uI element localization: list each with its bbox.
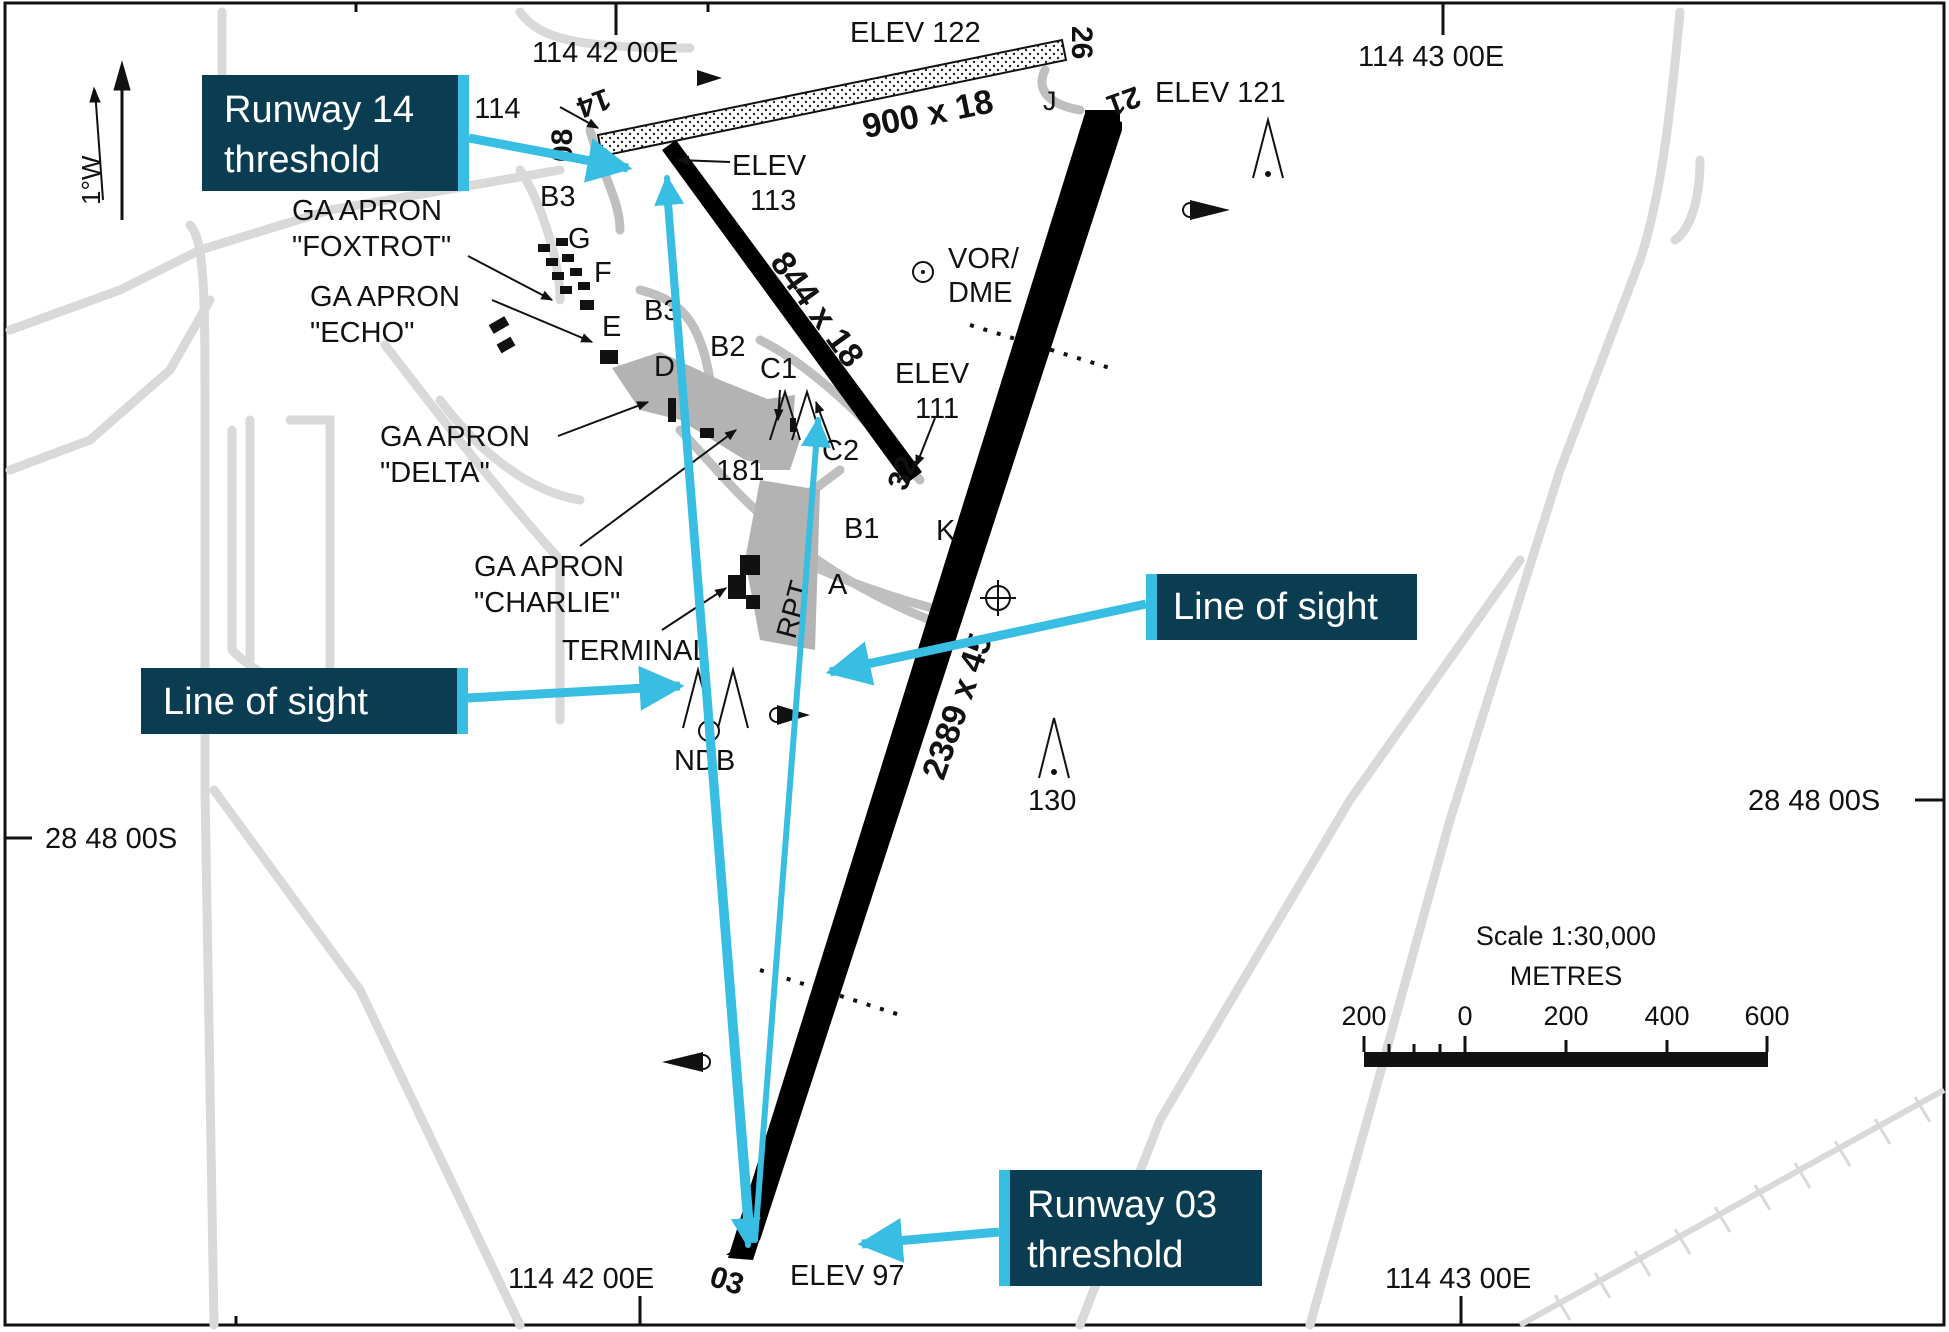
elev-111-line1: ELEV: [895, 358, 970, 390]
apron-charlie-line2: "CHARLIE": [474, 587, 620, 619]
taxiway-label-j: J: [1043, 86, 1057, 116]
apron-foxtrot-line2: "FOXTROT": [292, 231, 451, 263]
north-arrow-icon: [89, 60, 131, 220]
buildings: [488, 238, 796, 609]
lon-bottom-left: 114 42 00E: [508, 1263, 654, 1295]
runway-03-21: [726, 110, 1122, 1260]
elev-97: ELEV 97: [790, 1260, 904, 1292]
apron-delta-line1: GA APRON: [380, 421, 530, 453]
direction-arrow-icon: [697, 70, 722, 86]
runway-03-end: 03: [706, 1260, 748, 1302]
elev-113-line2: 113: [750, 185, 796, 217]
taxiway-label-c1: C1: [760, 353, 797, 385]
callout-los-left-text: Line of sight: [163, 681, 368, 723]
scale-tick-label: 200: [1341, 1001, 1386, 1031]
lon-bottom-right: 114 43 00E: [1385, 1263, 1531, 1295]
taxiway-label-e: E: [602, 311, 621, 343]
scale-unit: METRES: [1510, 961, 1623, 991]
callout-runway-14-line2: threshold: [224, 139, 380, 181]
crosshair-icon: [980, 580, 1016, 616]
frame-ticks: [5, 3, 1944, 1325]
callout-line-of-sight-left: Line of sight: [141, 665, 685, 734]
chart-frame: [3, 1, 1946, 1327]
taxiway-label-c2: C2: [822, 435, 859, 467]
runway-14-32: [662, 140, 922, 484]
callout-runway-03: Runway 03 threshold: [857, 1170, 1262, 1286]
runway-26-end: 26: [1065, 26, 1098, 59]
taxiway-label-k: K: [936, 515, 956, 547]
elev-122: ELEV 122: [850, 17, 981, 49]
obstacle-130: 130: [1028, 785, 1076, 817]
lon-top-right: 114 43 00E: [1358, 41, 1504, 73]
scale-title: Scale 1:30,000: [1476, 921, 1656, 951]
taxiway-label-a: A: [828, 569, 848, 601]
callout-runway-14: Runway 14 threshold: [202, 75, 633, 191]
callout-runway-14-line1: Runway 14: [224, 89, 414, 131]
callout-runway-03-line1: Runway 03: [1027, 1184, 1217, 1226]
obstacle-icons: [682, 116, 1284, 779]
scale-tick-label: 400: [1644, 1001, 1689, 1031]
sightline-14-to-03: [663, 187, 761, 1248]
elev-181: 181: [716, 455, 764, 487]
callout-runway-03-line2: threshold: [1027, 1234, 1183, 1276]
north-variation-label: 1°W: [76, 155, 106, 205]
apron-delta-line2: "DELTA": [380, 457, 490, 489]
vor-dme-symbol: [912, 261, 934, 283]
beacon-icon-sw: [662, 1052, 711, 1072]
terminal-label: TERMINAL: [562, 635, 709, 667]
beacon-icon-mid: [769, 705, 810, 725]
elev-113-line1: ELEV: [732, 150, 807, 182]
elev-111-line2: 111: [915, 393, 959, 425]
scale-bar: Scale 1:30,000 METRES 200 0 200 400 600: [1341, 921, 1790, 1067]
vor-label-line1: VOR/: [948, 243, 1020, 275]
line-of-sight-arrows: [654, 175, 831, 1248]
vor-label-line2: DME: [948, 277, 1012, 309]
apron-foxtrot-line1: GA APRON: [292, 195, 442, 227]
scale-tick-label: 600: [1744, 1001, 1789, 1031]
beacon-icon-ne: [1182, 200, 1230, 220]
apron-echo-line2: "ECHO": [310, 317, 414, 349]
taxiway-label-g: G: [568, 223, 591, 255]
scale-tick-label: 0: [1457, 1001, 1472, 1031]
taxiway-label-d: D: [654, 351, 675, 383]
lat-right: 28 48 00S: [1748, 785, 1880, 817]
lat-left: 28 48 00S: [45, 823, 177, 855]
apron-charlie-line1: GA APRON: [474, 551, 624, 583]
leader-lines: [467, 106, 936, 631]
callout-line-of-sight-right: Line of sight: [825, 574, 1417, 686]
sightline-03-to-tower: [752, 417, 831, 1243]
taxiway-label-b2: B2: [710, 331, 745, 363]
callout-los-right-text: Line of sight: [1173, 586, 1378, 628]
beacon-icons: [662, 70, 1230, 1072]
taxiway-label-b1: B1: [844, 513, 879, 545]
lon-top-left: 114 42 00E: [532, 37, 678, 69]
scale-tick-label: 200: [1543, 1001, 1588, 1031]
elev-121: ELEV 121: [1155, 77, 1286, 109]
taxiway-label-b3-north: B3: [540, 181, 575, 213]
ndb-label: NDB: [674, 745, 735, 777]
taxiway-label-f: F: [594, 257, 612, 289]
apron-echo-line1: GA APRON: [310, 281, 460, 313]
railway: [1518, 1087, 1946, 1328]
